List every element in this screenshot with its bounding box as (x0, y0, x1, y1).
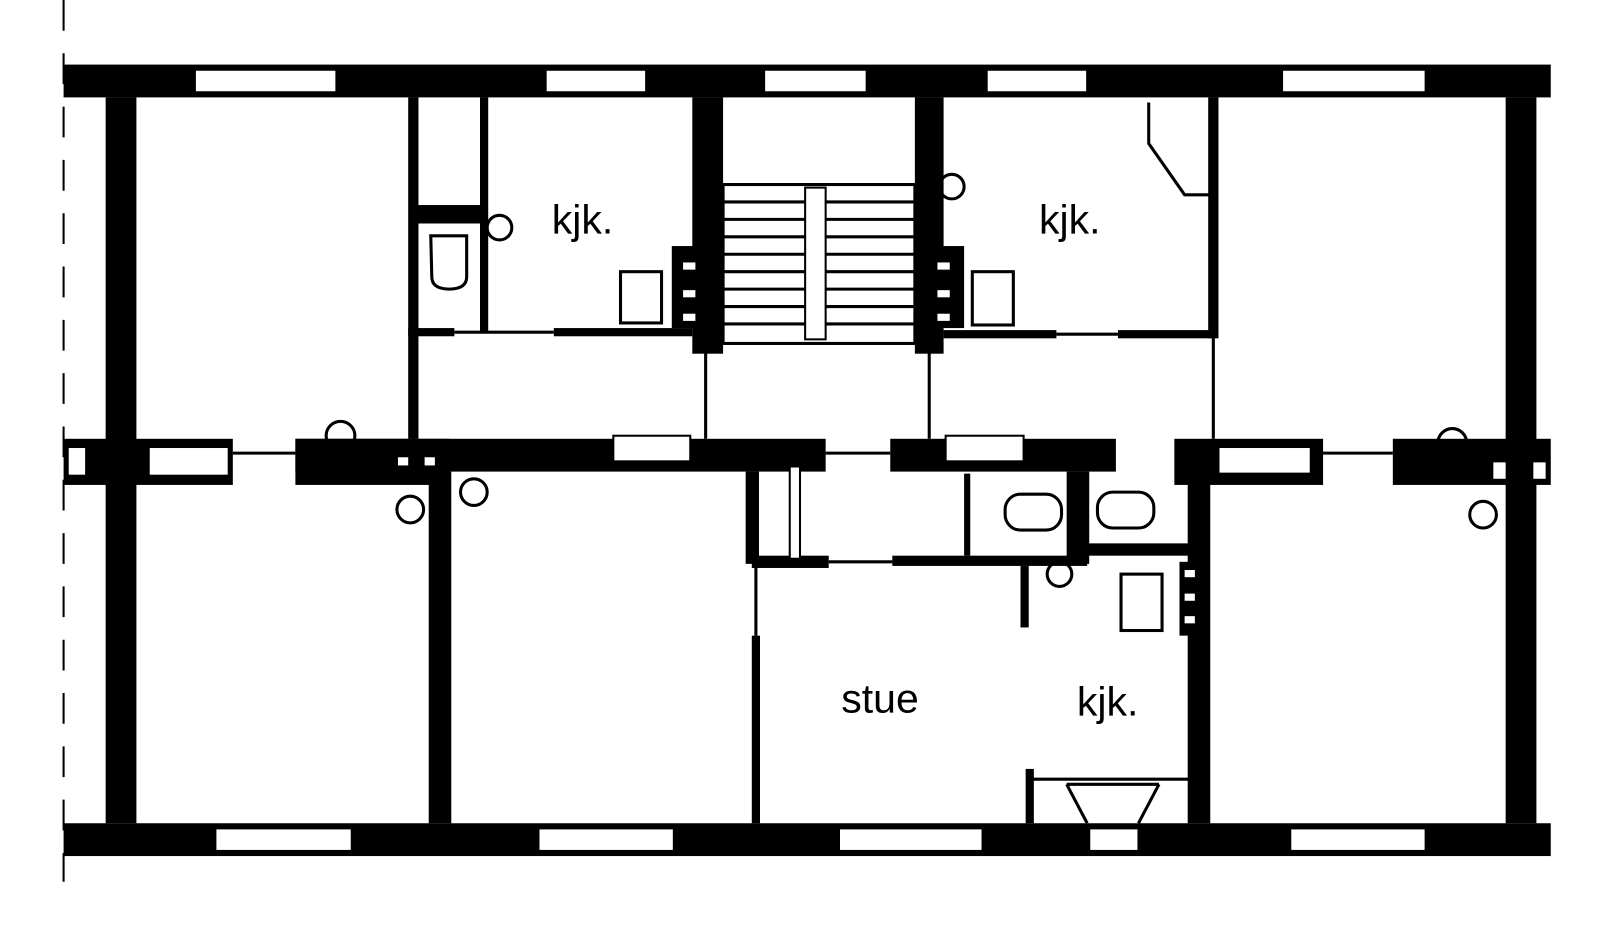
toilet-icon (1003, 492, 1064, 532)
toilet-icon (1095, 490, 1156, 530)
windows (193, 68, 1427, 852)
staircase (721, 183, 917, 345)
toilet-icon (429, 234, 469, 291)
stove-icon (618, 270, 664, 325)
interior-walls (408, 97, 1219, 824)
door-ticks (232, 330, 1393, 636)
stove-icon (970, 270, 1015, 327)
room-label-living-room: stue (841, 676, 919, 722)
room-label-kitchen-lower: kjk. (1077, 679, 1139, 725)
fixtures (324, 102, 1498, 824)
counter-icon (1030, 777, 1190, 824)
room-label-kitchen-upper-right: kjk. (1039, 197, 1101, 243)
stove-icon (1119, 572, 1164, 633)
corridor-walls (63, 434, 1551, 485)
room-label-kitchen-upper-left: kjk. (552, 197, 614, 243)
chimney-icon (1147, 102, 1211, 197)
